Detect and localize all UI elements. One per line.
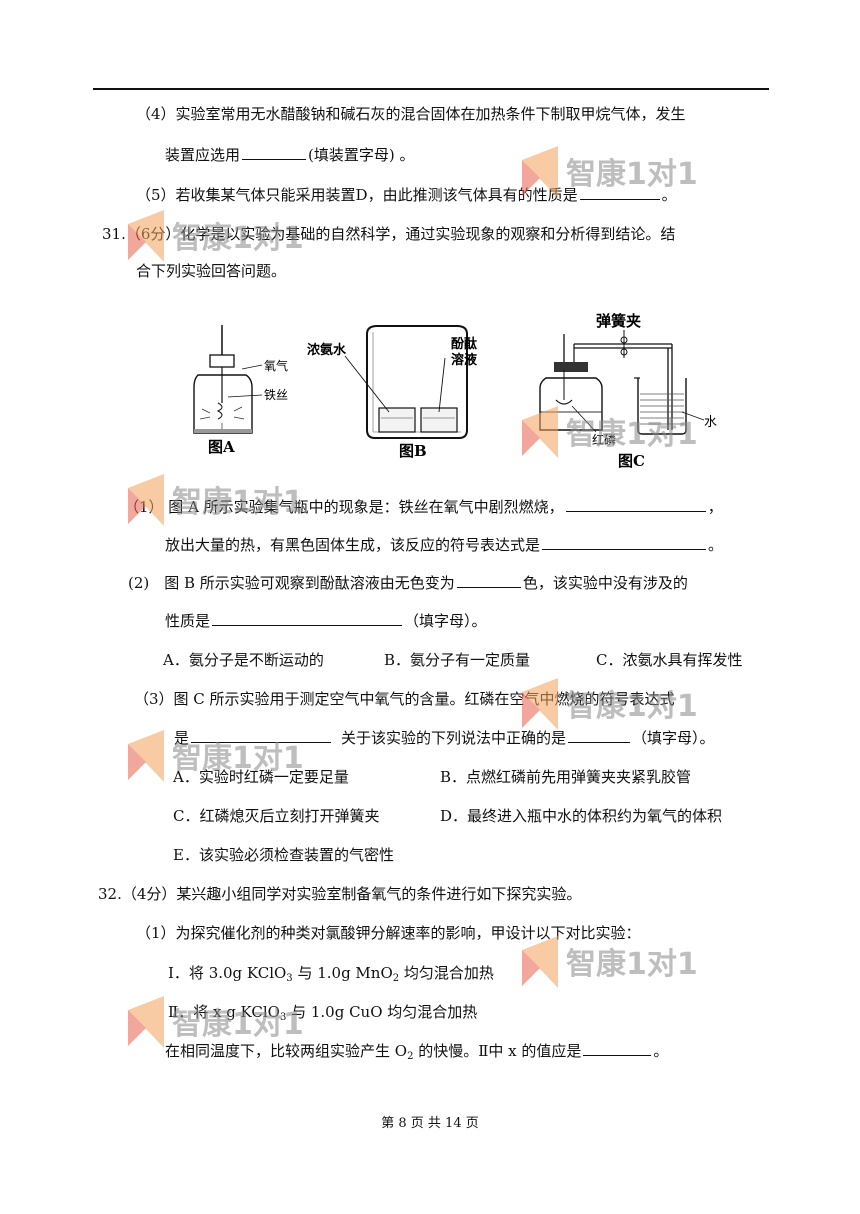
q31-part3-option-e: E．该实验必须检查装置的气密性 [173, 846, 394, 864]
page-footer: 第 8 页 共 14 页 [381, 1116, 479, 1131]
answer-blank[interactable] [565, 497, 706, 512]
watermark-logo: 智康1对1 [128, 730, 304, 782]
label-phenolphthalein: 酚酞 [451, 336, 478, 352]
label-red-phosphorus: 红磷 [592, 432, 616, 447]
header-rule [93, 88, 769, 90]
q32-experiment-1: Ⅰ．将 3.0g KClO3 与 1.0g MnO2 均匀混合加热 [168, 964, 494, 984]
svg-text:智康1对1: 智康1对1 [566, 947, 698, 982]
label-solution: 溶液 [451, 352, 477, 368]
caption-figure-a: 图A [208, 438, 235, 456]
q31-part3-option-b: B．点燃红磷前先用弹簧夹夹紧乳胶管 [440, 768, 692, 786]
q31-part3-option-d: D．最终进入瓶中水的体积约为氧气的体积 [440, 807, 723, 825]
q31-part2-line1: (2) 图 B 所示实验可观察到酚酞溶液由无色变为色，该实验中没有涉及的 [128, 573, 688, 592]
q31-intro-line2: 合下列实验回答问题。 [136, 262, 287, 280]
svg-text:智康1对1: 智康1对1 [566, 157, 698, 192]
q31-part3-option-c: C．红磷熄灭后立刻打开弹簧夹 [173, 807, 380, 825]
answer-blank[interactable] [579, 185, 660, 200]
q31-part2-option-c: C．浓氨水具有挥发性 [596, 651, 743, 669]
watermark-logo: 智康1对1 [128, 474, 304, 526]
label-iron-wire: 铁丝 [264, 388, 288, 402]
q32-part1: （1）为探究催化剂的种类对氯酸钾分解速率的影响，甲设计以下对比实验： [136, 924, 641, 942]
q32-experiment-3: 在相同温度下，比较两组实验产生 O2 的快慢。Ⅱ中 x 的值应是。 [165, 1041, 669, 1062]
watermark-logo: 智康1对1 [128, 996, 304, 1048]
q30-part4-line2: 装置应选用(填装置字母) 。 [165, 145, 415, 164]
svg-text:智康1对1: 智康1对1 [172, 485, 304, 520]
q31-part2-line2: 性质是（填字母）。 [165, 611, 487, 630]
q31-part3-option-a: A．实验时红磷一定要足量 [173, 768, 349, 786]
q30-part5: （5）若收集某气体只能采用装置D，由此推测该气体具有的性质是。 [136, 185, 677, 204]
q31-part3-line2: 是关于该实验的下列说法中正确的是（填字母）。 [174, 728, 715, 747]
q31-part2-option-b: B．氨分子有一定质量 [384, 651, 531, 669]
label-spring-clamp: 弹簧夹 [596, 312, 641, 330]
q30-part4-line1: （4）实验室常用无水醋酸钠和碱石灰的混合固体在加热条件下制取甲烷气体，发生 [136, 105, 686, 123]
answer-blank[interactable] [191, 728, 332, 743]
svg-text:智康1对1: 智康1对1 [566, 689, 698, 724]
caption-figure-b: 图B [399, 442, 427, 460]
q32-intro: 32.（4分）某兴趣小组同学对实验室制备氧气的条件进行如下探究实验。 [98, 885, 582, 903]
q31-part1-line1: （1） 图 A 所示实验集气瓶中的现象是：铁丝在氧气中剧烈燃烧，， [124, 497, 723, 516]
figure-c: 弹簧夹 红磷 水 图C [539, 312, 717, 470]
watermark-logo: 智康1对1 [128, 210, 304, 262]
watermark-logo: 智康1对1 [522, 146, 698, 198]
label-ammonia: 浓氨水 [307, 342, 347, 358]
answer-blank[interactable] [212, 611, 403, 626]
answer-blank[interactable] [583, 1041, 652, 1056]
answer-blank[interactable] [242, 145, 307, 160]
q31-intro-line1: 31.（6分）化学是以实验为基础的自然科学，通过实验现象的观察和分析得到结论。结 [102, 225, 676, 243]
svg-text:智康1对1: 智康1对1 [172, 741, 304, 776]
watermark-logo: 智康1对1 [522, 678, 698, 730]
q31-part2-option-a: A．氨分子是不断运动的 [163, 651, 324, 669]
figure-b: 浓氨水 酚酞 溶液 图B [307, 325, 478, 460]
figure-a: 氧气 铁丝 图A [193, 325, 288, 456]
watermark-logo: 智康1对1 [522, 406, 698, 458]
q31-part1-line2: 放出大量的热，有黑色固体生成，该反应的符号表达式是。 [165, 535, 724, 554]
label-oxygen: 氧气 [264, 358, 288, 373]
label-water: 水 [704, 415, 717, 430]
q32-experiment-2: Ⅱ．将 x g KClO3 与 1.0g CuO 均匀混合加热 [168, 1003, 478, 1023]
svg-text:智康1对1: 智康1对1 [566, 417, 698, 452]
svg-text:智康1对1: 智康1对1 [172, 1007, 304, 1042]
answer-blank[interactable] [542, 535, 707, 550]
answer-blank[interactable] [568, 728, 631, 743]
caption-figure-c: 图C [618, 452, 645, 470]
watermark-logo: 智康1对1 [522, 936, 698, 988]
answer-blank[interactable] [456, 573, 521, 588]
svg-text:智康1对1: 智康1对1 [172, 221, 304, 256]
